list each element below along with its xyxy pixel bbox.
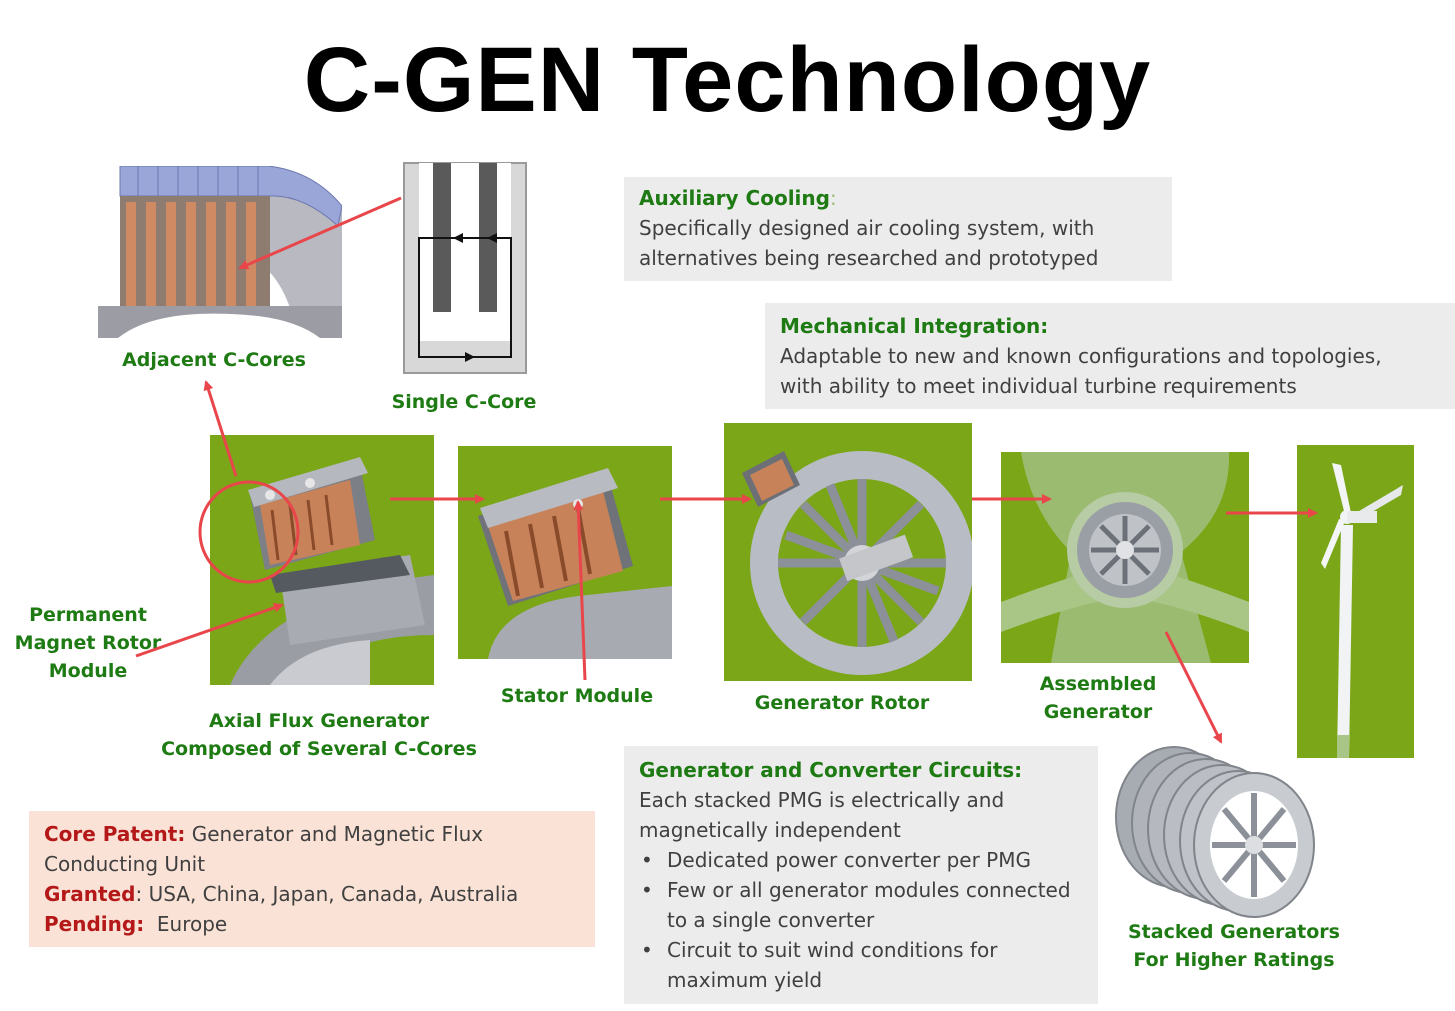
page-title: C-GEN Technology — [303, 29, 1152, 131]
patent-box: Core Patent: Generator and Magnetic Flux… — [29, 811, 595, 947]
bullet-line: Few or all generator modules connected — [667, 878, 1071, 902]
wind-turbine-image — [1297, 445, 1414, 758]
axial-flux-generator-label-line: Composed of Several C-Cores — [161, 738, 477, 760]
pm-rotor-module-label: Permanent Magnet Rotor Module — [10, 601, 166, 685]
axial-flux-generator-label: Axial Flux Generator Composed of Several… — [160, 707, 478, 763]
generator-rotor-image — [724, 423, 972, 681]
converter-circuits-line: magnetically independent — [639, 818, 901, 842]
bullet-line: Circuit to suit wind conditions for — [667, 938, 998, 962]
stacked-generators-image — [1112, 745, 1318, 921]
converter-circuits-box: Generator and Converter Circuits: Each s… — [624, 746, 1098, 1004]
stator-module-image — [458, 446, 672, 659]
pm-rotor-module-label-line: Magnet Rotor — [14, 632, 162, 654]
converter-circuits-line: Each stacked PMG is electrically and — [639, 788, 1005, 812]
axial-flux-generator-image — [210, 435, 434, 685]
mechanical-integration-line: Adaptable to new and known configuration… — [780, 344, 1382, 368]
assembled-generator-image — [1001, 452, 1249, 663]
bullet-line: maximum yield — [667, 968, 823, 992]
converter-circuits-bullets: Dedicated power converter per PMG Few or… — [639, 845, 1083, 995]
pending-text: Europe — [144, 912, 228, 936]
granted-text: : USA, China, Japan, Canada, Australia — [135, 882, 519, 906]
stacked-generators-label-line: For Higher Ratings — [1133, 949, 1335, 971]
granted-label: Granted — [44, 882, 136, 906]
stator-module-label: Stator Module — [500, 685, 654, 707]
mechanical-integration-box: Mechanical Integration: Adaptable to new… — [765, 303, 1455, 409]
bullet-line: Dedicated power converter per PMG — [667, 848, 1031, 872]
adjacent-c-cores-image — [98, 166, 342, 338]
auxiliary-cooling-line: Specifically designed air cooling system… — [639, 216, 1095, 240]
pending-label: Pending: — [44, 912, 145, 936]
single-c-core-label: Single C-Core — [391, 391, 537, 413]
single-c-core-image — [403, 162, 527, 374]
bullet-item: Dedicated power converter per PMG — [641, 845, 1083, 875]
bullet-item: Few or all generator modules connected to… — [641, 875, 1083, 935]
pm-rotor-module-label-line: Module — [48, 660, 128, 682]
pm-rotor-module-label-line: Permanent — [29, 604, 147, 626]
bullet-item: Circuit to suit wind conditions for maxim… — [641, 935, 1083, 995]
assembled-generator-label-line: Generator — [1043, 701, 1153, 723]
stacked-generators-label: Stacked Generators For Higher Ratings — [1118, 918, 1350, 974]
auxiliary-cooling-heading: Auxiliary Cooling — [639, 186, 830, 210]
assembled-generator-label-line: Assembled — [1039, 673, 1157, 695]
mechanical-integration-heading: Mechanical Integration: — [780, 314, 1049, 338]
adjacent-c-cores-label: Adjacent C-Cores — [122, 349, 306, 371]
stacked-generators-label-line: Stacked Generators — [1128, 921, 1340, 943]
core-patent-label: Core Patent: — [44, 822, 186, 846]
auxiliary-cooling-line: alternatives being researched and protot… — [639, 246, 1099, 270]
bullet-line: to a single converter — [667, 908, 875, 932]
core-patent-text-2: Conducting Unit — [44, 852, 206, 876]
auxiliary-cooling-box: Auxiliary Cooling: Specifically designed… — [624, 177, 1172, 281]
core-patent-text: Generator and Magnetic Flux — [185, 822, 484, 846]
generator-rotor-label: Generator Rotor — [754, 692, 930, 714]
auxiliary-cooling-colon: : — [829, 186, 837, 210]
converter-circuits-heading: Generator and Converter Circuits: — [639, 758, 1023, 782]
axial-flux-generator-label-line: Axial Flux Generator — [209, 710, 429, 732]
assembled-generator-label: Assembled Generator — [1018, 670, 1178, 726]
mechanical-integration-line: with ability to meet individual turbine … — [780, 374, 1297, 398]
